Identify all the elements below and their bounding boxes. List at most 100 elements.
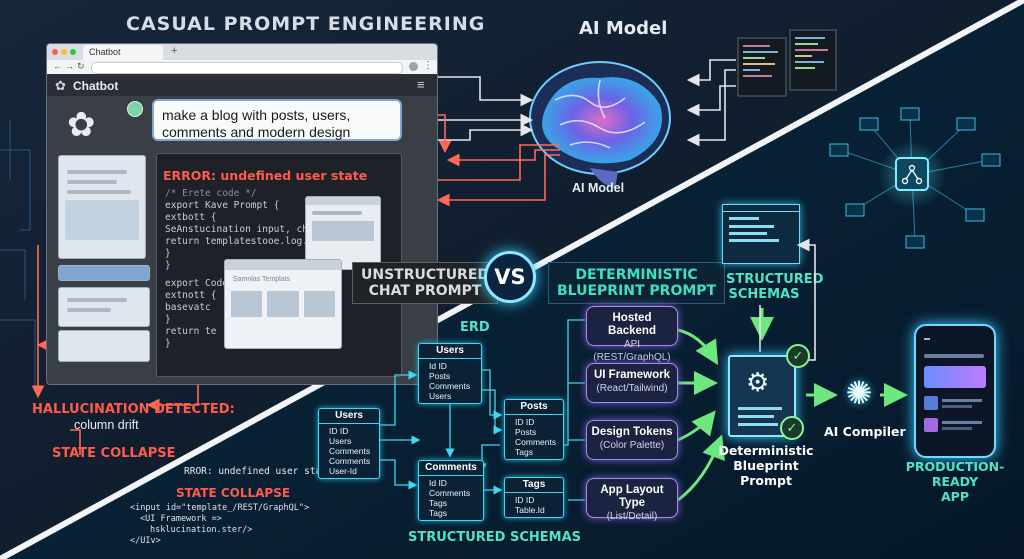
blueprint-line-1: Deterministic — [718, 443, 814, 458]
hallucination-sub: column drift — [74, 418, 139, 432]
deterministic-badge: DETERMINISTIC BLUEPRINT PROMPT — [548, 262, 726, 304]
code-line: <input id="template_/REST/GraphQL"> — [130, 503, 310, 513]
code-line: return te — [165, 326, 217, 337]
erd-field: Comments — [515, 437, 557, 447]
erd-field: ID ID — [515, 417, 535, 427]
unstructured-badge: UNSTRUCTURED CHAT PROMPT — [352, 262, 499, 304]
erd-table-name: Tags — [505, 478, 563, 493]
url-bar: ← → ↻ ⋮ — [47, 60, 437, 74]
blueprint-label: Deterministic Blueprint Prompt — [718, 443, 814, 488]
schemas-line-1: STRUCTURED — [726, 272, 824, 287]
code-line: <UI Framework => — [140, 514, 222, 524]
left-heading: CASUAL PROMPT ENGINEERING — [126, 13, 486, 35]
pill-subtitle: API (REST/GraphQL) — [593, 339, 671, 363]
deterministic-line-2: BLUEPRINT PROMPT — [557, 283, 717, 299]
wireframe-card-bottom: ​ — [58, 330, 150, 362]
code-line: basevatc — [165, 302, 211, 313]
hallucination-title: HALLUCINATION DETECTED: — [32, 402, 235, 417]
erd-field: Comments — [329, 456, 371, 466]
pill-ui-framework[interactable]: UI Framework (React/Tailwind) — [586, 363, 678, 403]
forward-arrow-icon[interactable]: → — [65, 61, 74, 71]
code-line: } — [165, 260, 171, 271]
pill-design-tokens[interactable]: Design Tokens (Color Palette) — [586, 420, 678, 460]
code-line: SeAnstucination input, ch — [165, 224, 308, 235]
hamburger-icon[interactable]: ≡ — [417, 77, 425, 92]
browser-tab[interactable]: Chatbot — [83, 45, 163, 60]
app-title: Chatbot — [73, 79, 119, 93]
code-line: extnott { — [165, 290, 217, 301]
deterministic-line-1: DETERMINISTIC — [575, 267, 698, 283]
code-line: /* Erete code */ — [165, 188, 257, 199]
code-line: </UIv> — [130, 536, 161, 546]
minimize-dot-icon[interactable] — [61, 49, 67, 55]
unstructured-line-2: CHAT PROMPT — [368, 283, 482, 299]
code-line: hsklucination.ster/> — [150, 525, 253, 535]
user-avatar-icon — [127, 101, 143, 117]
blueprint-line-2: Blueprint Prompt — [733, 458, 799, 488]
erd-table-name: Comments — [419, 461, 483, 476]
ai-model-heading: AI Model — [579, 18, 668, 39]
schema-document-icon — [722, 204, 800, 264]
erd-field: Tags — [429, 508, 447, 518]
pill-app-layout-type[interactable]: App Layout Type (List/Detail) — [586, 478, 678, 522]
code-line: export Code — [165, 278, 228, 289]
unstructured-line-1: UNSTRUCTURED — [361, 267, 490, 283]
pill-hosted-backend[interactable]: Hosted Backend API (REST/GraphQL) — [586, 306, 678, 363]
production-line-2: APP — [941, 489, 969, 504]
back-arrow-icon[interactable]: ← — [53, 61, 62, 71]
reload-icon[interactable]: ↻ — [77, 61, 85, 71]
error-title: ERROR: undefined user state — [163, 168, 368, 183]
code-lines: /* Erete code */ export Kave Prompt { ex… — [165, 188, 395, 350]
openai-logo-icon: ✿ — [55, 78, 66, 93]
maximize-dot-icon[interactable] — [70, 49, 76, 55]
wireframe-card-list — [58, 155, 146, 259]
template-card-label: Samnlas Templats — [233, 276, 291, 283]
user-prompt-bubble[interactable]: make a blog with posts, users, comments … — [152, 99, 402, 141]
erd-table-tags[interactable]: Tags ID ID Table.Id — [504, 477, 564, 518]
production-line-1: PRODUCTION-READY — [905, 459, 1005, 489]
ai-compiler-icon: ✺ — [845, 375, 873, 411]
erd-field: Comments — [429, 488, 471, 498]
close-dot-icon[interactable] — [52, 49, 58, 55]
bottom-code-block: <input id="template_/REST/GraphQL"> <UI … — [130, 503, 309, 547]
erd-table-posts[interactable]: Posts ID ID Posts Comments Tags — [504, 399, 564, 460]
new-tab-button[interactable]: + — [171, 45, 178, 57]
erd-field: Id ID — [429, 478, 447, 488]
pill-title: App Layout Type — [600, 484, 664, 509]
erd-field: Users — [329, 436, 352, 446]
erd-field: ID ID — [329, 426, 349, 436]
phone-app-mockup — [914, 324, 996, 458]
menu-dots-icon[interactable]: ⋮ — [423, 60, 433, 71]
erd-label: ERD — [460, 320, 490, 335]
code-line: extbott { — [165, 212, 217, 223]
browser-tab-bar: Chatbot + — [47, 44, 437, 60]
erd-field: Id ID — [429, 361, 447, 371]
address-input[interactable] — [91, 62, 403, 74]
vs-badge: VS — [484, 251, 536, 303]
structured-schemas-bottom: STRUCTURED SCHEMAS — [408, 530, 581, 545]
production-ready-label: PRODUCTION-READY APP — [892, 459, 1018, 504]
erd-field: Posts — [515, 427, 537, 437]
erd-field: Posts — [429, 371, 451, 381]
erd-table-users-top[interactable]: Users Id ID Posts Comments Users — [418, 343, 482, 404]
check-icon: ✓ — [780, 416, 804, 440]
profile-icon[interactable] — [409, 62, 418, 71]
erd-table-users-left[interactable]: Users ID ID Users Comments Comments User… — [318, 408, 380, 479]
code-line: export Kave Prompt { — [165, 200, 280, 211]
browser-tab-label: Chatbot — [89, 47, 121, 57]
erd-field: ID ID — [515, 495, 535, 505]
floating-window-small — [305, 196, 381, 270]
ai-model-label: AI Model — [572, 181, 625, 195]
code-line: } — [165, 248, 171, 259]
erd-table-name: Users — [319, 409, 379, 424]
code-line: return templatestooe.log. — [165, 236, 308, 247]
check-icon: ✓ — [786, 344, 810, 368]
chatgpt-logo-icon: ✿ — [67, 106, 96, 144]
erd-table-comments[interactable]: Comments Id ID Comments Tags Tags — [418, 460, 484, 521]
code-line: } — [165, 314, 171, 325]
pill-subtitle: (React/Tailwind) — [596, 383, 668, 394]
erd-field: Tags — [515, 447, 533, 457]
code-line: } — [165, 338, 171, 349]
erd-field: User-Id — [329, 466, 357, 476]
